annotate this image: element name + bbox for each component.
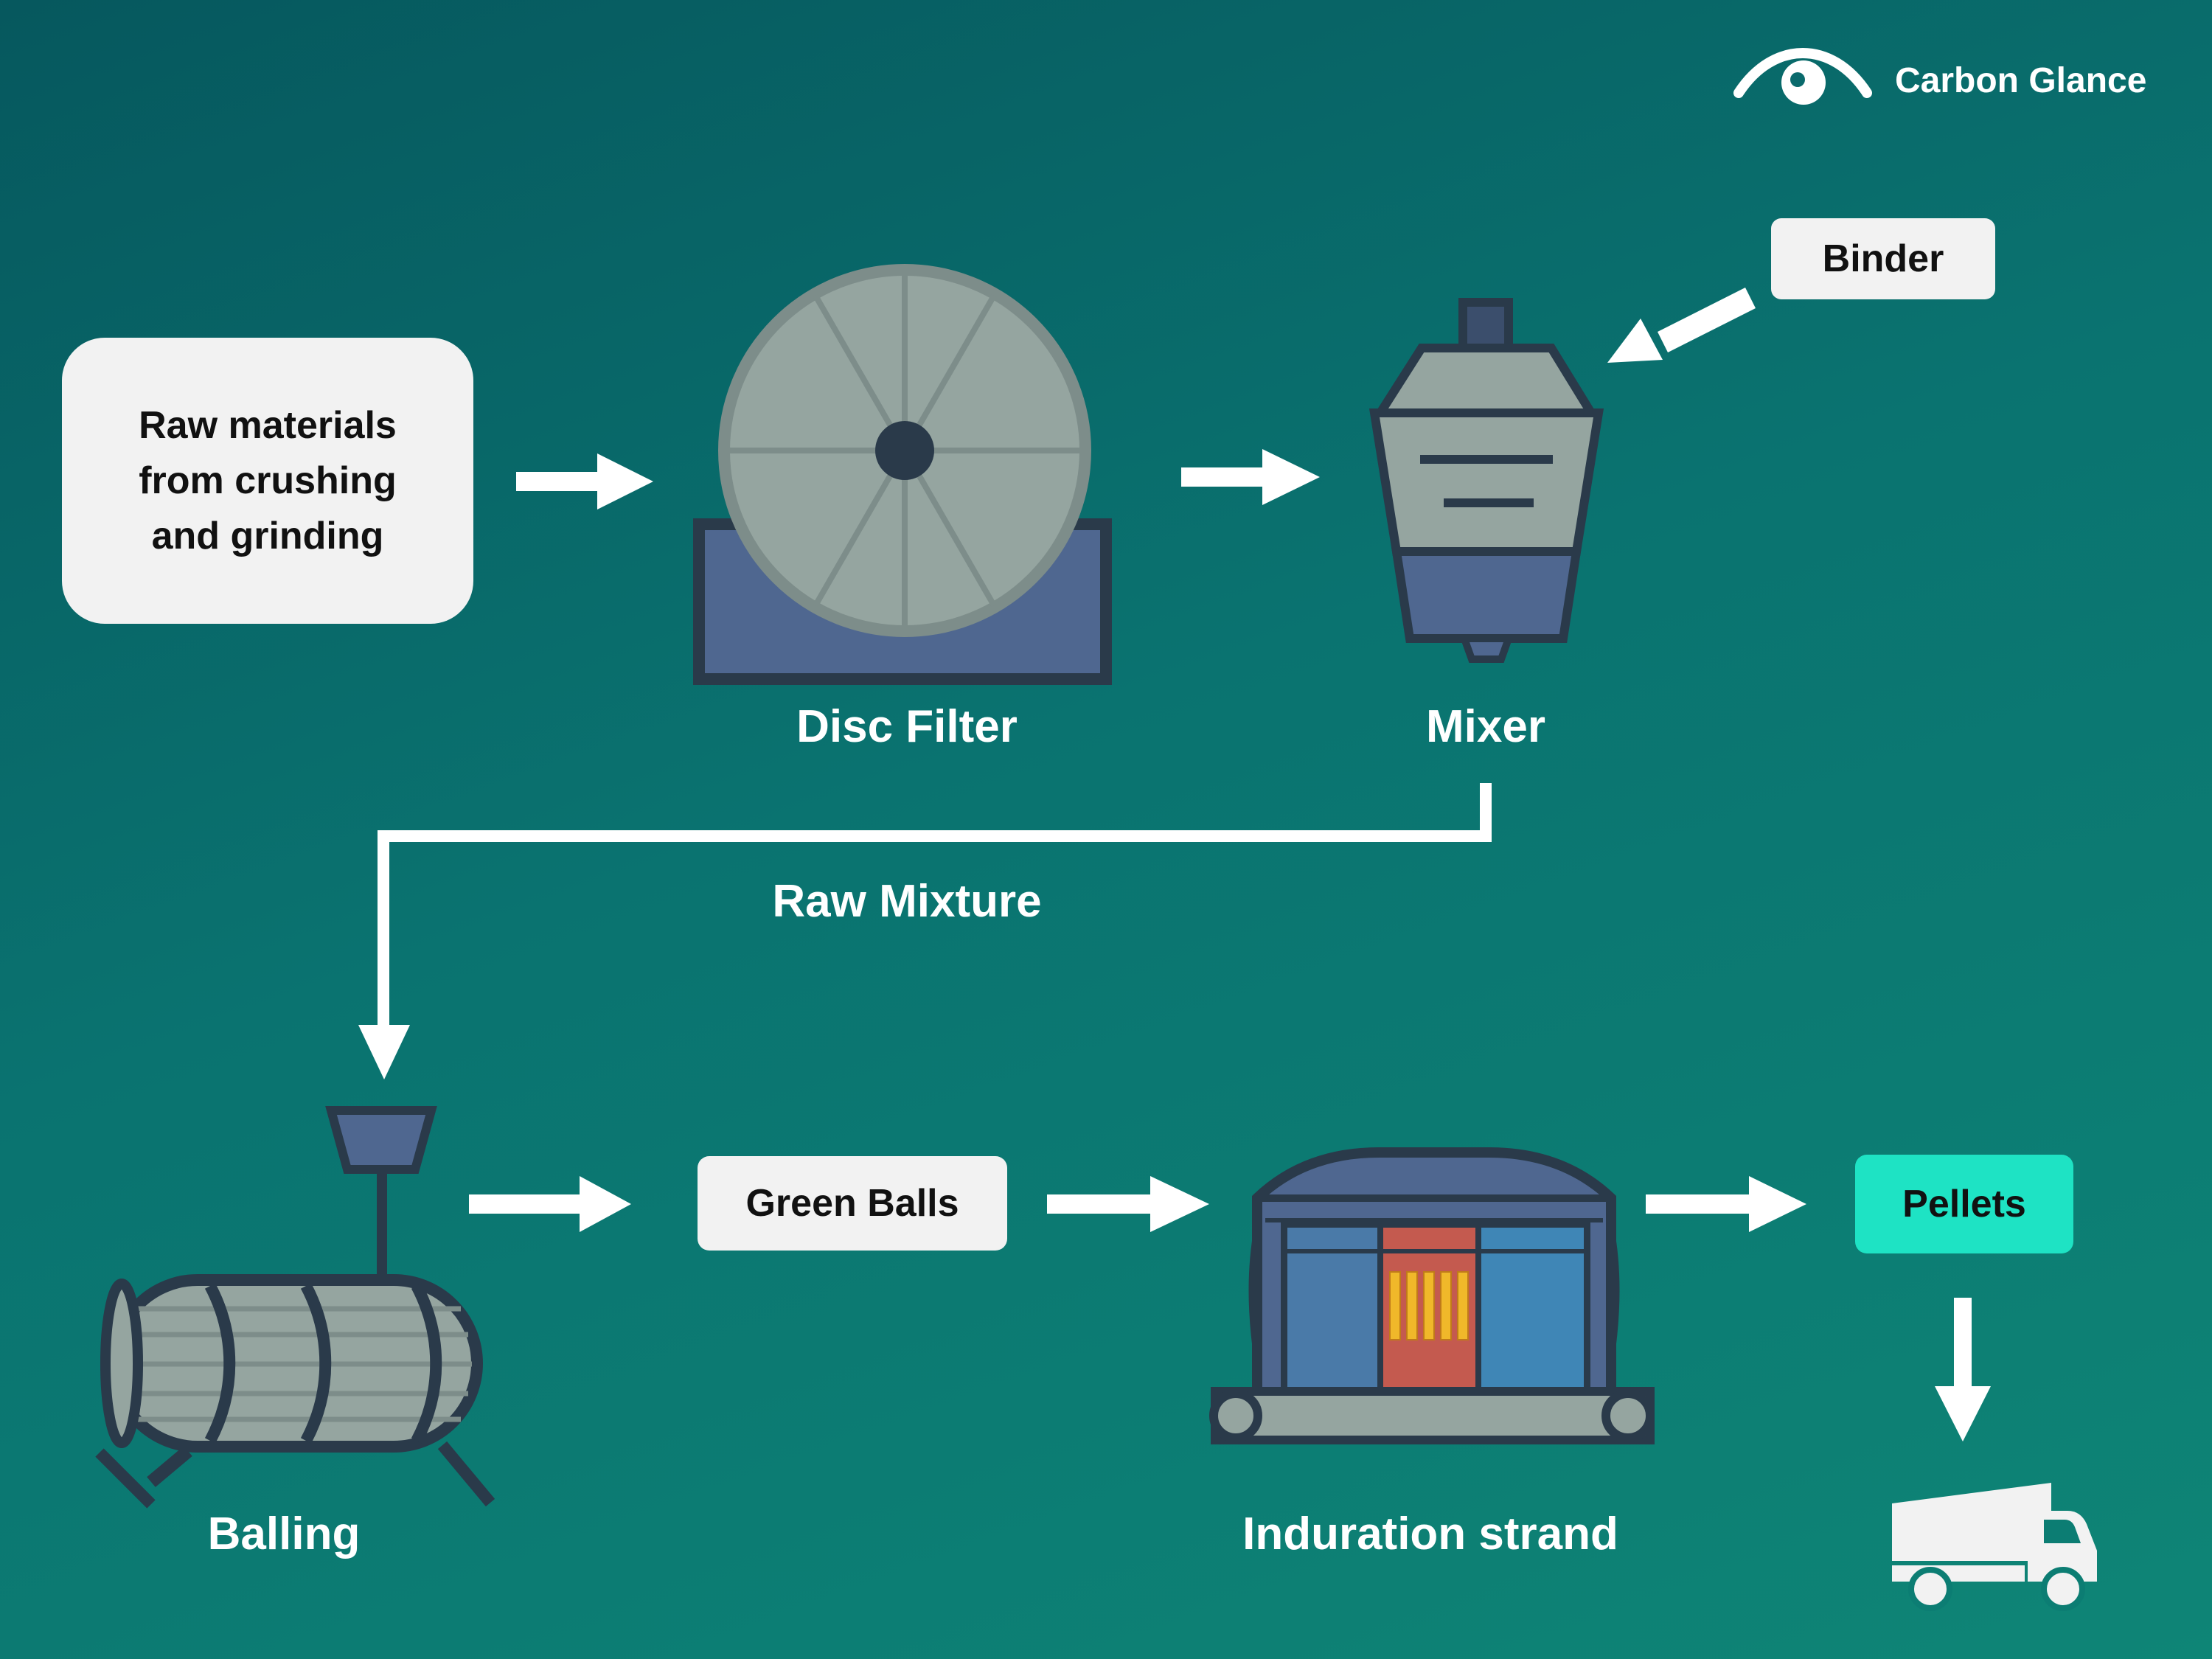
mixer-label: Mixer	[1426, 701, 1545, 752]
raw-materials-box: Raw materials from crushing and grinding	[62, 338, 473, 624]
eye-icon	[1733, 48, 1872, 105]
arrow-pellets-to-truck	[1935, 1298, 1991, 1441]
induration-strand-label: Induration strand	[1242, 1509, 1618, 1559]
mixer-icon	[1368, 298, 1604, 663]
balling-label: Balling	[207, 1509, 361, 1559]
arrow-balling-to-green-balls	[469, 1176, 631, 1232]
arrow-green-balls-to-induration	[1047, 1176, 1209, 1232]
arrow-disc-to-mixer	[1181, 449, 1320, 505]
disc-filter-icon	[693, 264, 1112, 685]
arrow-binder-to-mixer	[1607, 288, 1756, 363]
binder-box: Binder	[1771, 218, 1995, 299]
induration-strand-icon	[1209, 1147, 1655, 1444]
raw-mixture-connector	[358, 783, 1492, 1079]
raw-mixture-label: Raw Mixture	[772, 876, 1042, 927]
balling-drum-icon	[95, 1106, 495, 1509]
arrow-induration-to-pellets	[1646, 1176, 1806, 1232]
green-balls-box: Green Balls	[698, 1156, 1007, 1251]
pellets-box: Pellets	[1855, 1155, 2073, 1253]
raw-materials-line-1: Raw materials	[139, 403, 397, 447]
raw-materials-line-2: from crushing	[139, 459, 397, 502]
raw-materials-line-3: and grinding	[151, 514, 384, 557]
brand-name: Carbon Glance	[1895, 61, 2147, 100]
disc-filter-label: Disc Filter	[796, 701, 1018, 752]
dump-truck-icon	[1892, 1483, 2097, 1611]
arrow-raw-to-disc	[516, 453, 653, 509]
